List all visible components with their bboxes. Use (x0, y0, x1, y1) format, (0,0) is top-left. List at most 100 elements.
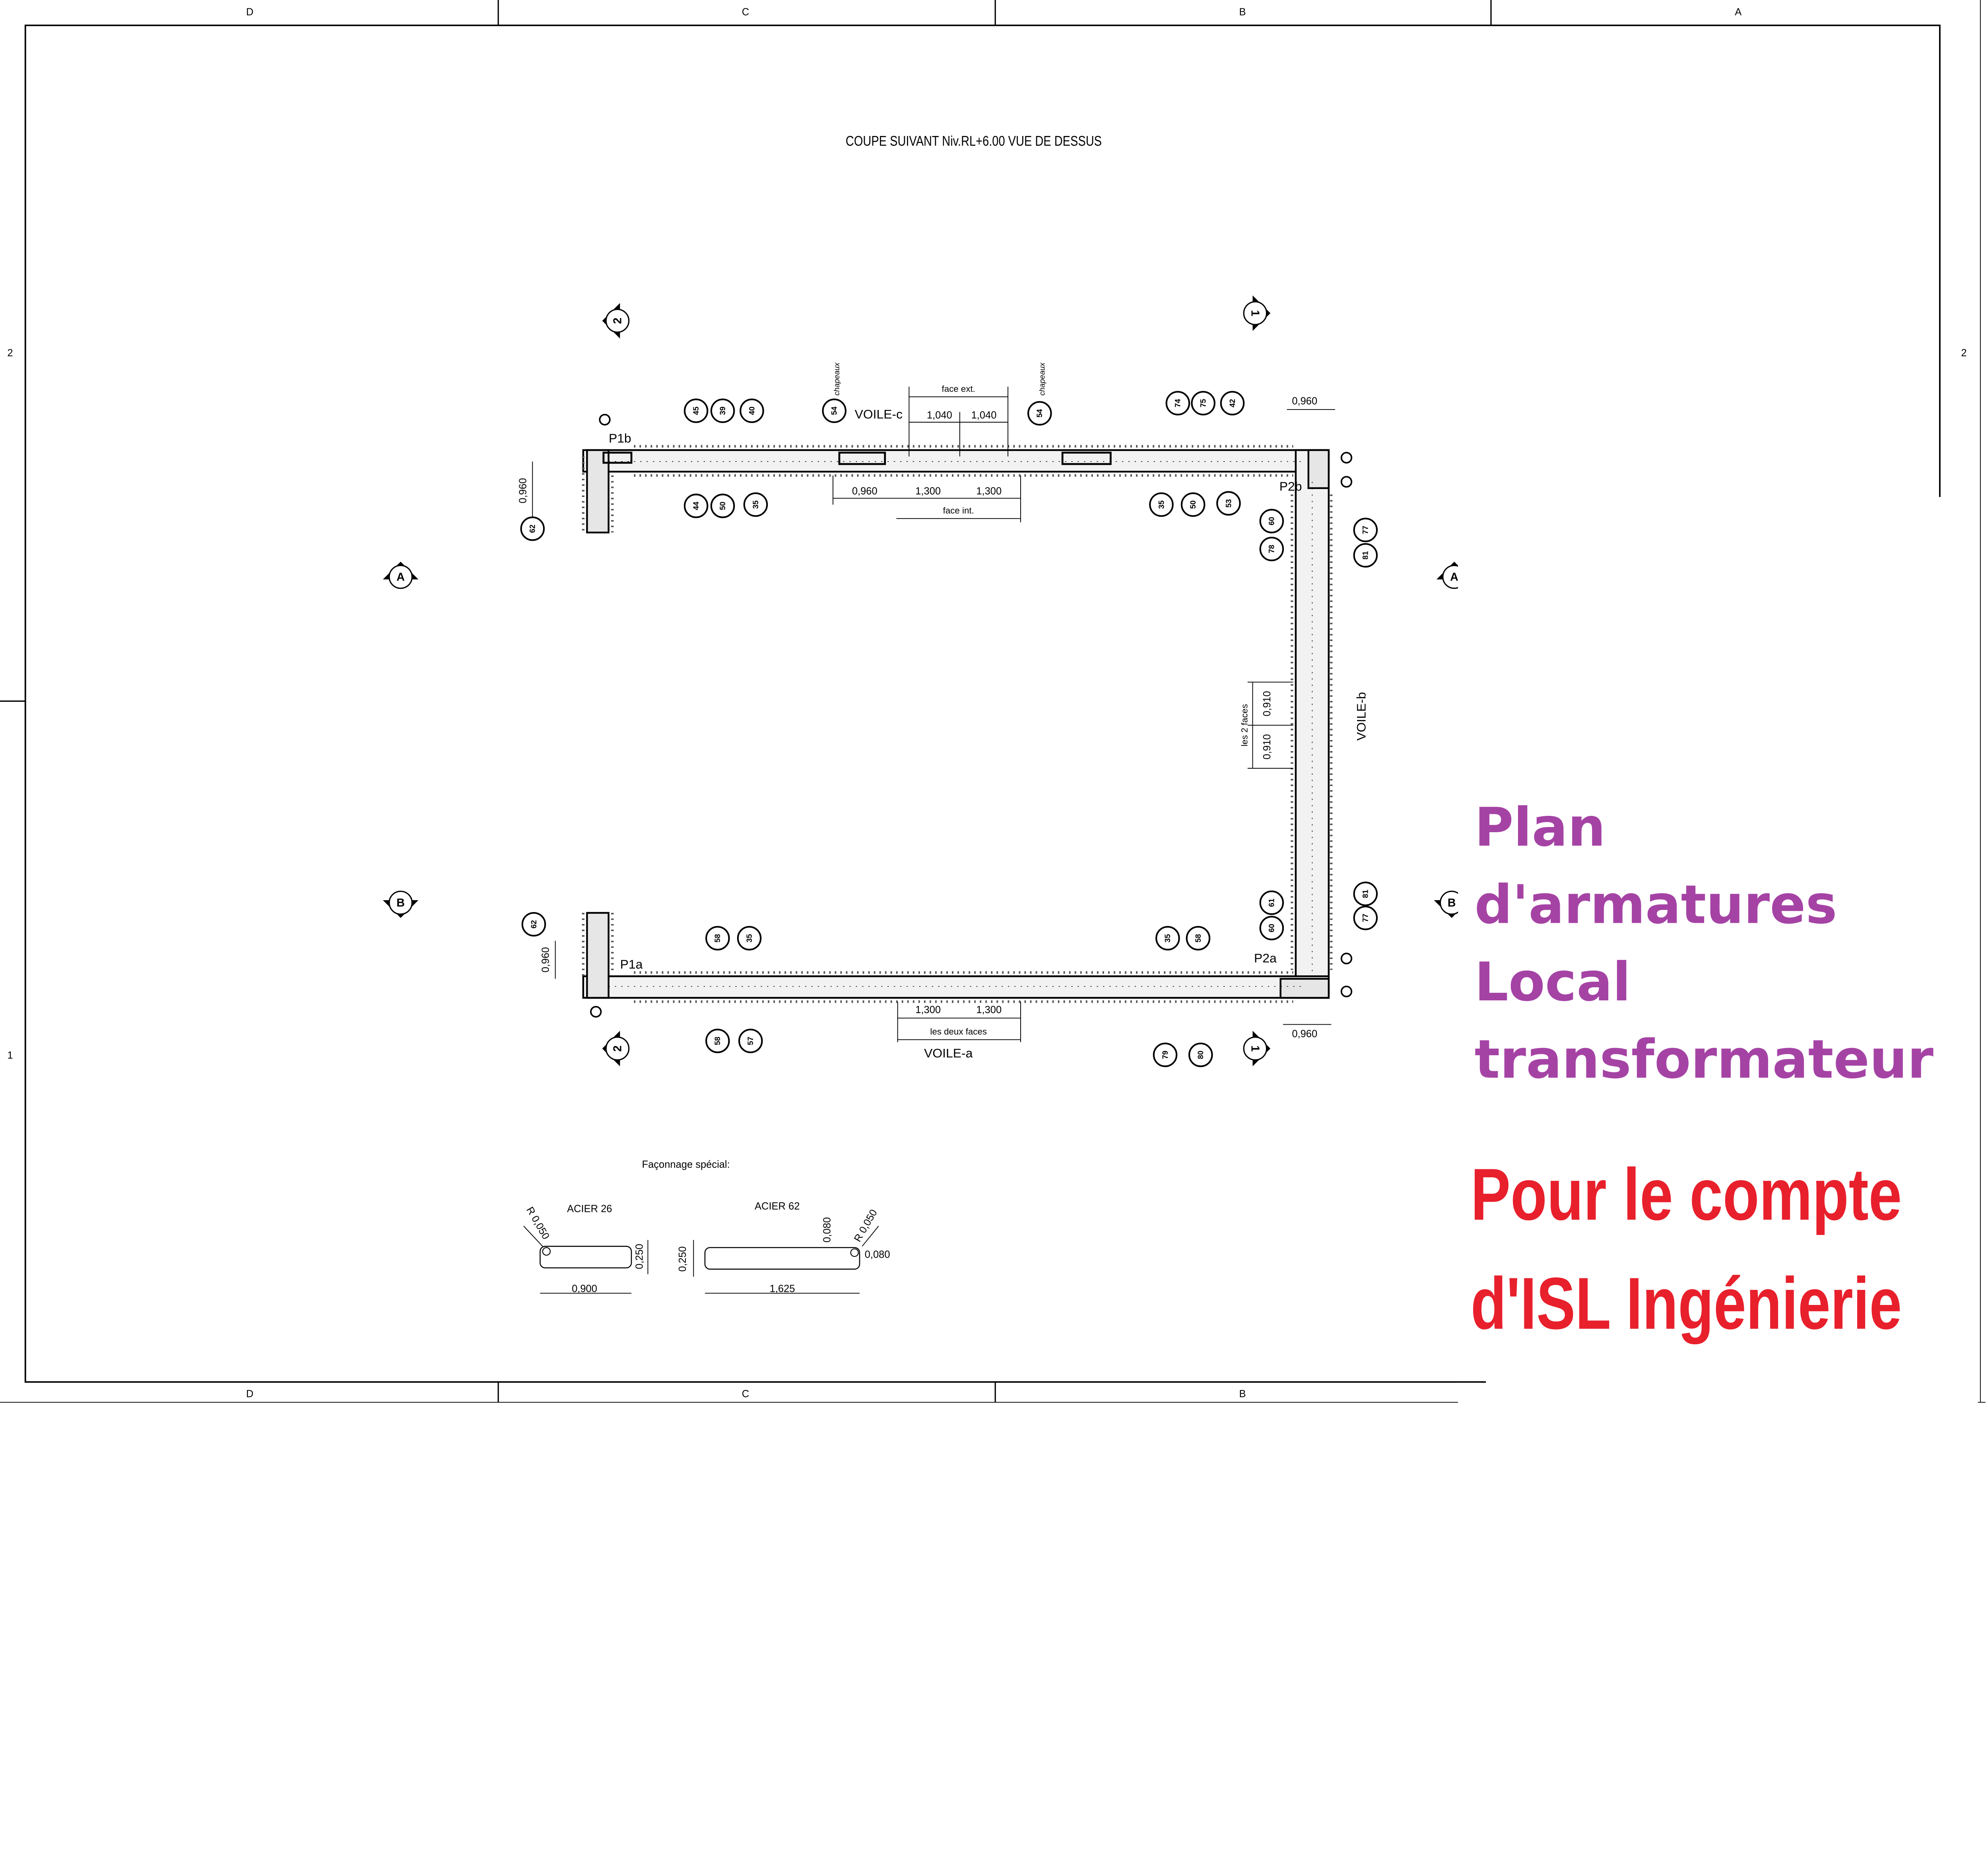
column-label: B (1239, 1388, 1246, 1400)
drawing-title: COUPE SUIVANT Niv.RL+6.00 VUE DE DESSUS (846, 134, 1102, 149)
bar-mark-bubble: 57 (738, 1029, 763, 1053)
small-mark-circle (1340, 953, 1353, 965)
bubble-circle (710, 398, 735, 423)
bar-mark-bubble: 35 (1149, 492, 1174, 517)
bubble-number: 77 (1362, 526, 1370, 534)
column-label: A (1735, 6, 1741, 17)
row-label: 2 (1961, 348, 1967, 359)
bubble-number: 62 (530, 920, 538, 928)
bar-mark-bubble: 42 (1220, 391, 1245, 415)
section-marker: B (383, 891, 419, 918)
bar-mark-bubble: 77 (1353, 905, 1378, 930)
overlay-title-line: Local (1475, 951, 1631, 1013)
overlay-title-line: Plan (1475, 796, 1606, 858)
column-label-p2b: P2b (1279, 479, 1302, 493)
bubble-circle (1191, 391, 1215, 415)
bubble-circle (1353, 881, 1378, 906)
bubble-circle (1220, 391, 1245, 415)
both-faces-label: les 2 faces (1240, 704, 1250, 747)
section-marker-label: 1 (1248, 310, 1261, 316)
bubble-circle (1186, 926, 1211, 951)
bubble-number: 79 (1161, 1050, 1170, 1059)
dimension-text: 1,300 (915, 486, 941, 497)
bar-mark-bubble: 62 (520, 516, 545, 541)
section-marker: 2 (602, 1031, 630, 1066)
bubble-circle (1216, 491, 1241, 516)
bubble-circle (1180, 492, 1206, 517)
bubble-circle (1149, 492, 1174, 517)
face-ext-label: face ext. (942, 384, 975, 394)
bar-mark-bubble: 54 (822, 398, 846, 423)
bubble-number: 40 (748, 407, 756, 415)
bar-mark-bubble: 45 (683, 398, 709, 423)
chapeaux-label: chapeaux (833, 362, 841, 396)
overlay-client-line: Pour le compte (1471, 1154, 1902, 1236)
bubble-circle (822, 398, 846, 423)
bar-mark-bubble: 80 (1188, 1043, 1213, 1067)
bubble-number: 50 (1189, 500, 1198, 509)
bubble-circle (1353, 905, 1378, 930)
row-label: 1 (7, 1050, 13, 1061)
bubble-circle (520, 516, 545, 541)
acier62-hook-width: 0,080 (865, 1249, 890, 1260)
small-mark-circle (1340, 452, 1353, 464)
drawing-labels: P1b P2b P1a P2a VOILE-c VOILE-a VOILE-b … (517, 362, 1368, 1060)
bar-mark-bubble: 61 (1259, 890, 1284, 915)
face-int-label: face int. (943, 505, 974, 515)
bubble-number: 62 (529, 524, 537, 533)
section-marker: 2 (602, 303, 630, 339)
bar-mark-bubble: 78 (1259, 536, 1284, 561)
bubble-circle (743, 492, 768, 517)
bubble-circle (705, 926, 730, 951)
dimension-text: 0,960 (1292, 396, 1317, 407)
bubble-number: 58 (714, 934, 722, 943)
bubble-number: 75 (1200, 399, 1208, 408)
bubble-circle (1353, 518, 1378, 542)
overlay-client-line: d'ISL Ingénierie (1471, 1263, 1902, 1345)
dimension-text: 0,910 (1262, 691, 1273, 716)
acier62-height: 0,250 (677, 1246, 688, 1272)
dimension-text: 1,300 (915, 1004, 941, 1015)
section-marker-label: 1 (1248, 1045, 1261, 1052)
section-marker: 1 (1243, 1031, 1271, 1066)
bubble-number: 35 (752, 500, 760, 509)
bubble-number: 81 (1362, 551, 1370, 560)
bubble-number: 74 (1174, 399, 1182, 408)
small-mark-circle (1340, 476, 1353, 488)
bubble-circle (738, 1029, 763, 1053)
wall-label-voile-b: VOILE-b (1354, 692, 1368, 741)
bubble-number: 44 (692, 501, 701, 510)
dimension-text: 1,040 (971, 410, 997, 421)
section-marker-label: 2 (611, 318, 624, 324)
dimension-text: 1,300 (976, 1004, 1002, 1015)
bar-mark-bubble: 77 (1353, 518, 1378, 542)
bar-mark-bubble: 54 (1027, 401, 1052, 426)
section-marker-label: B (1448, 897, 1456, 909)
bubble-circle (1027, 401, 1052, 426)
acier62-title: ACIER 62 (755, 1201, 800, 1212)
column-label: B (1239, 6, 1246, 17)
bubble-circle (737, 926, 762, 951)
bar-mark-bubble: 53 (1216, 491, 1241, 516)
bubble-circle (705, 1029, 730, 1053)
bubble-circle (1259, 890, 1284, 915)
bubble-number: 53 (1225, 499, 1233, 507)
bar-mark-bubble: 40 (740, 398, 764, 423)
bubble-number: 35 (746, 934, 754, 943)
bubble-circle (521, 912, 546, 937)
row-label: 2 (7, 348, 13, 359)
bar-mark-bubble: 58 (705, 1029, 730, 1053)
bubble-number: 45 (692, 406, 701, 415)
section-marker: 1 (1243, 295, 1271, 331)
bar-mark-bubble: 62 (521, 912, 546, 937)
bar-mark-bubble: 35 (737, 926, 762, 951)
bar-mark-bubble: 44 (683, 493, 709, 518)
bubble-number: 78 (1268, 545, 1276, 553)
dimension-text: 0,960 (517, 478, 528, 503)
dimension-text: 1,300 (976, 486, 1002, 497)
bubble-circle (1153, 1043, 1178, 1067)
column-label-p1a: P1a (620, 957, 643, 971)
wall-plan (582, 445, 1333, 1003)
dimension-text: 0,960 (540, 947, 551, 973)
bubble-circle (1155, 926, 1180, 951)
